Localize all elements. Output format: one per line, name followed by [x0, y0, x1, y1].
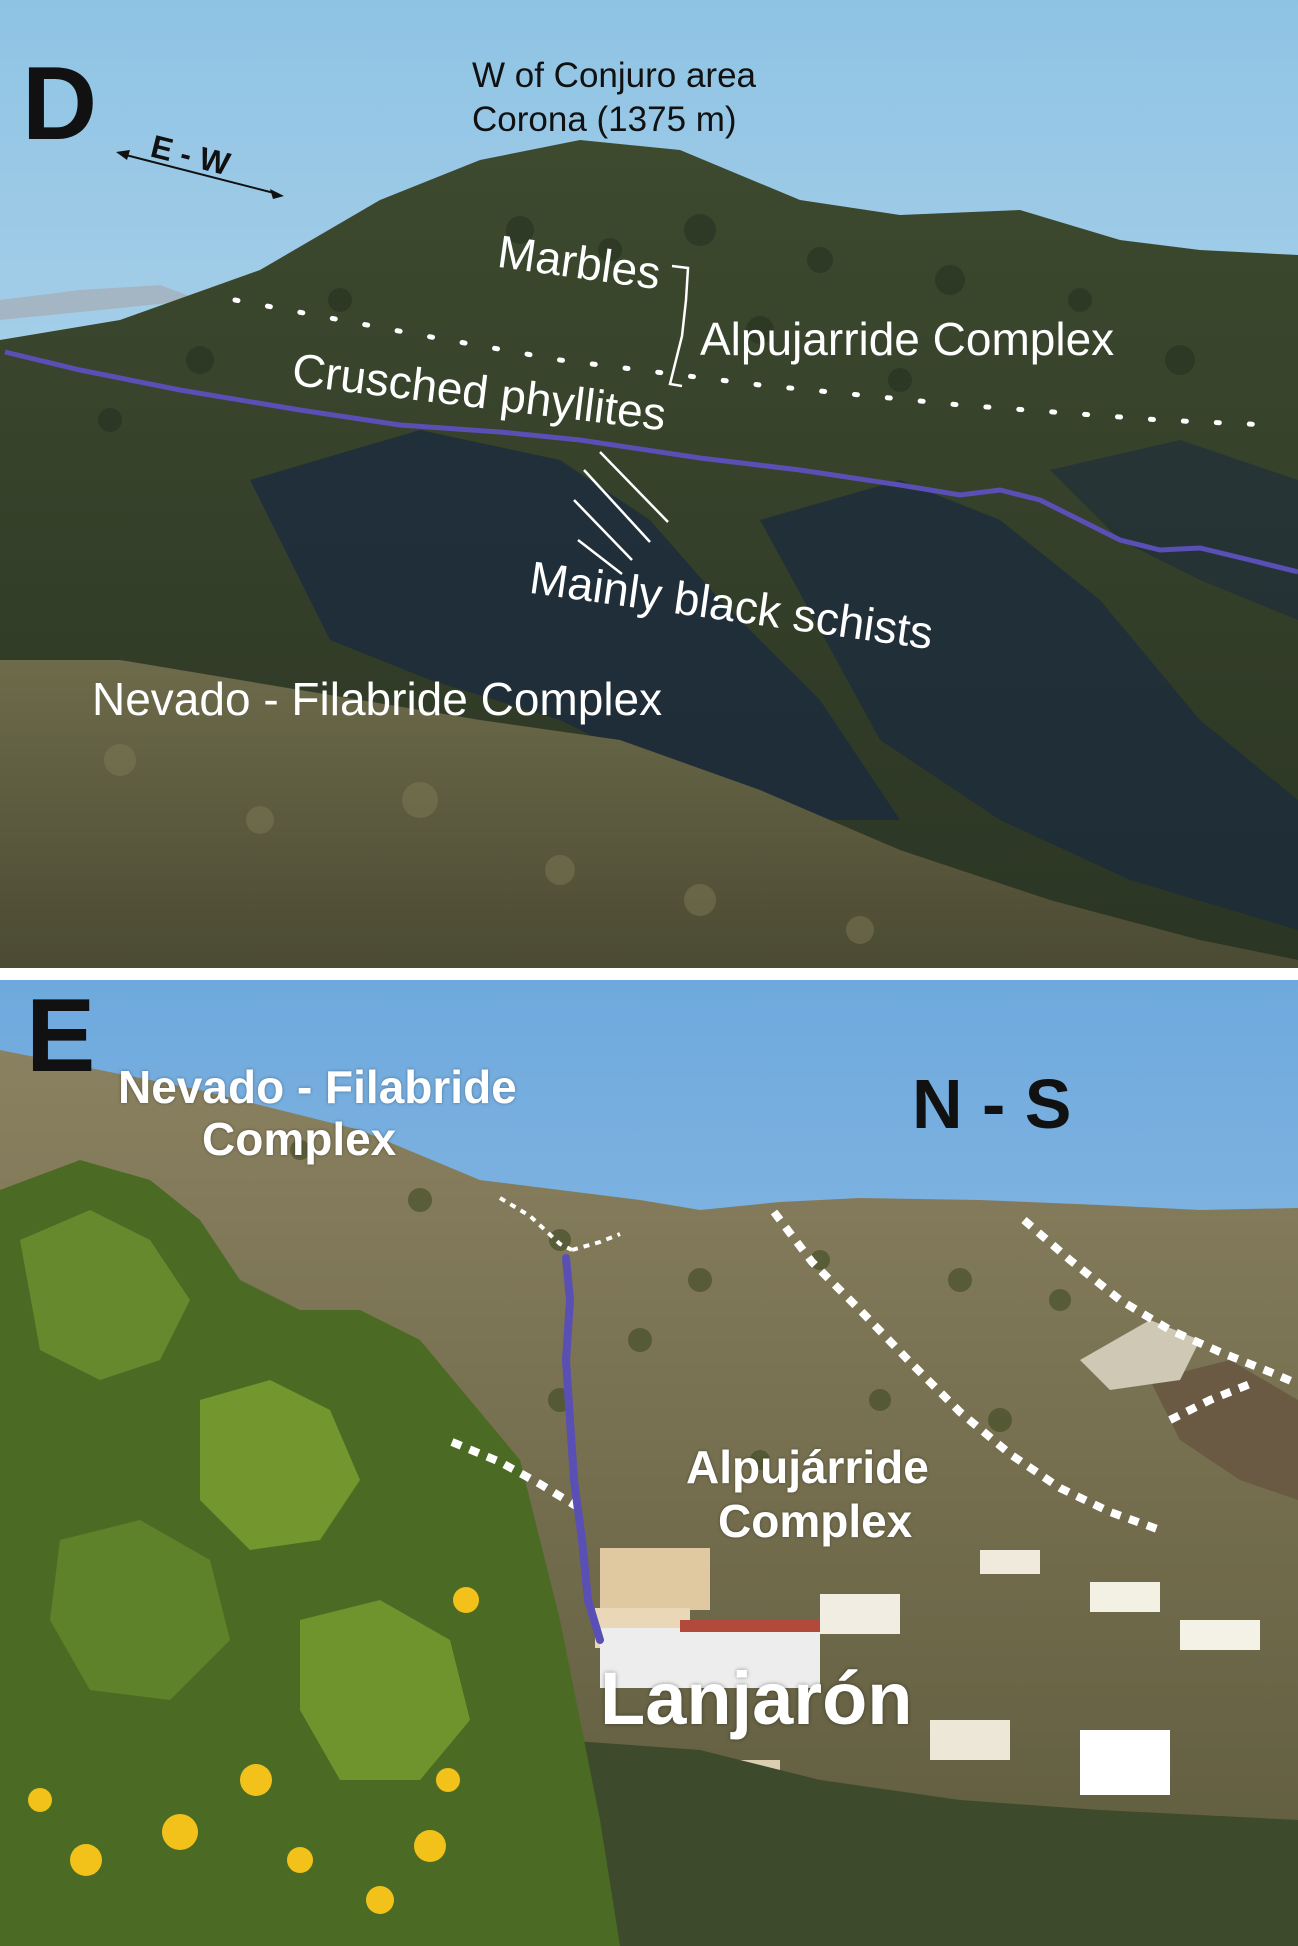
location-line-2: Corona (1375 m): [472, 100, 737, 139]
nevado-boundary-dotted: [498, 1196, 621, 1252]
village-buildings: [595, 1548, 1260, 1810]
alpujarride-label-line1: Alpujárride: [686, 1441, 929, 1493]
marble-boundary-dotted-line: [232, 297, 1273, 428]
town-label-lanjaron: Lanjarón: [600, 1657, 913, 1740]
alpujarride-complex-label: Alpujarride Complex: [700, 313, 1115, 365]
nevado-filabride-label-d: Nevado - Filabride Complex: [92, 673, 663, 725]
panel-d-landscape: [0, 0, 1298, 968]
fault-line: [561, 1254, 604, 1644]
tectonic-contact-line: [4, 349, 1298, 575]
nevado-filabride-label-line1: Nevado - Filabride: [118, 1061, 517, 1113]
orientation-label-ns: N - S: [912, 1065, 1072, 1143]
panel-e-landscape: [0, 980, 1298, 1946]
panel-e-letter: E: [26, 980, 96, 1094]
unit-bracket: [668, 264, 690, 388]
orientation-arrow: [116, 150, 284, 199]
location-line-1: W of Conjuro area: [472, 56, 757, 95]
panel-e: E N - S Nevado - Filabride Complex Alpuj…: [0, 980, 1298, 1946]
panel-d-letter: D: [22, 46, 98, 162]
alpujarride-label-line2: Complex: [718, 1495, 913, 1547]
nevado-filabride-label-line2: Complex: [202, 1113, 397, 1165]
schistosity-marks: [573, 451, 669, 575]
unit-boundaries-dotted: [450, 1209, 1298, 1534]
orange-tree: [0, 1160, 620, 1946]
panel-d: D W of Conjuro area Corona (1375 m) E - …: [0, 0, 1298, 968]
